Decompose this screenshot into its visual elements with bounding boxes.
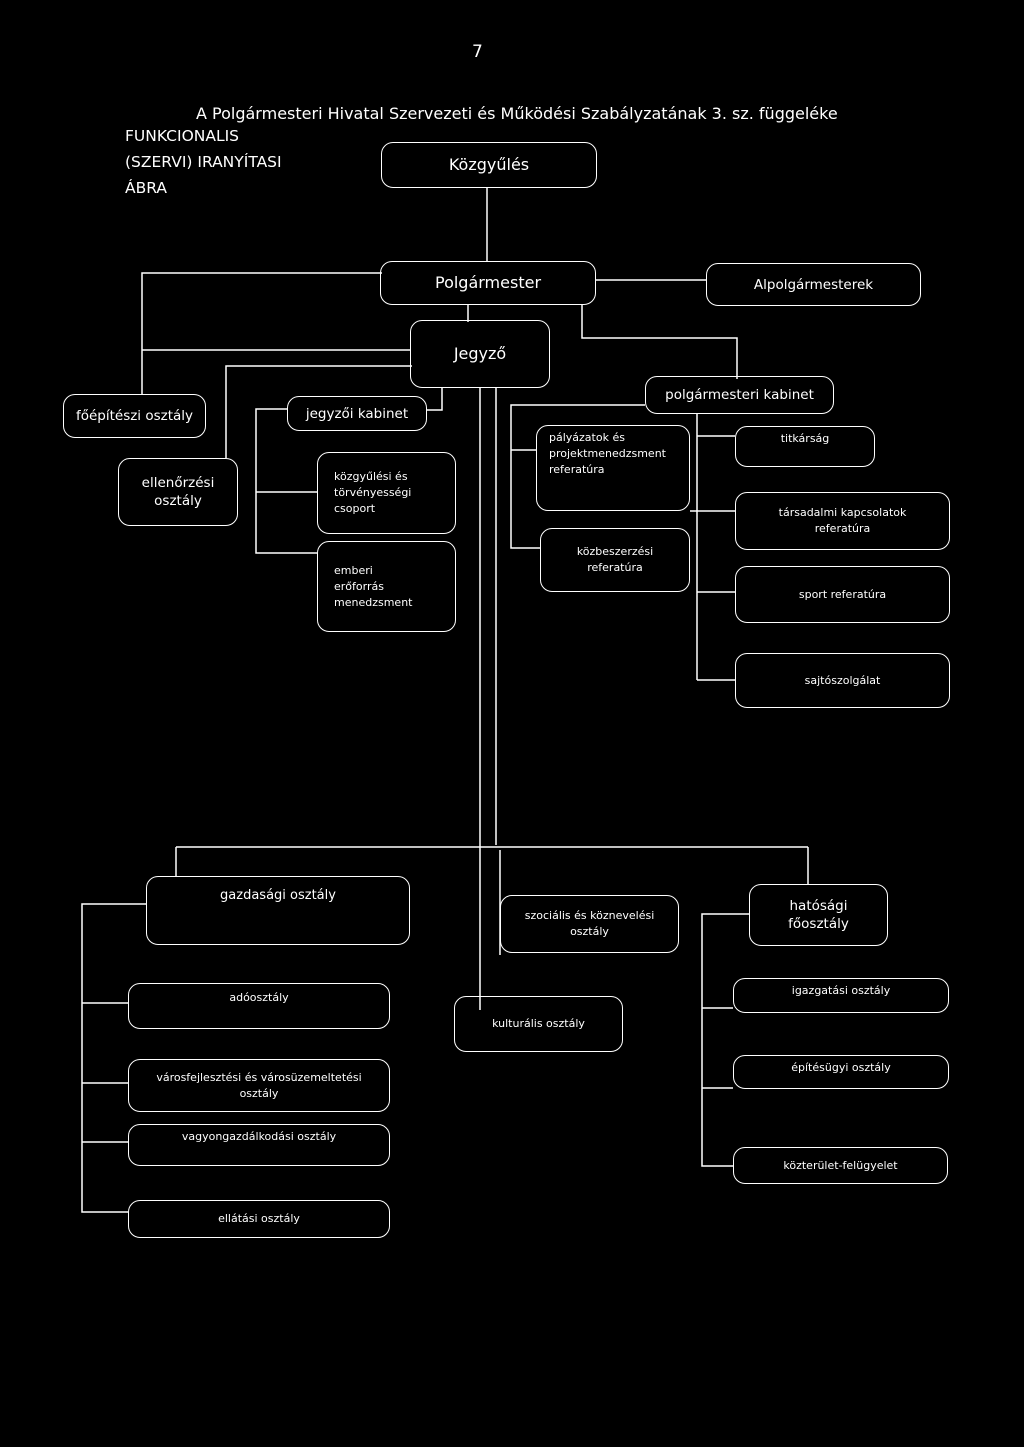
igazgatasi-label: igazgatási osztály	[791, 984, 891, 997]
jegyzo-box: Jegyző	[410, 320, 550, 388]
vagyongazdalkodasi-label: vagyongazdálkodási osztály	[181, 1130, 337, 1143]
titkarsag-label: titkárság	[780, 432, 830, 445]
emberi-eroforras-box: emberi erőforrás menedzsment	[317, 541, 456, 632]
foepiteszi-box: főépítészi osztály	[63, 394, 206, 438]
palyazatok-box: pályázatok és projektmenedzsment referat…	[536, 425, 690, 511]
adoosztaly-label: adóosztály	[229, 991, 289, 1004]
kozgyulesi-torvenyessegi-label: közgyűlési és törvényességi csoport	[334, 470, 412, 515]
polgarmester-box: Polgármester	[380, 261, 596, 305]
foepiteszi-label: főépítészi osztály	[75, 408, 194, 424]
hatosagi-label: hatósági főosztály	[788, 898, 849, 932]
gazdasagi-label: gazdasági osztály	[220, 888, 336, 903]
hatosagi-box: hatósági főosztály	[749, 884, 888, 946]
varosfejlesztesi-box: városfejlesztési és városüzemeltetési os…	[128, 1059, 390, 1112]
document-title: A Polgármesteri Hivatal Szervezeti és Mű…	[196, 104, 838, 123]
sajtoszolgalat-box: sajtószolgálat	[735, 653, 950, 708]
alpolgarmesterek-label: Alpolgármesterek	[753, 276, 874, 293]
ellatasi-label: ellátási osztály	[218, 1212, 300, 1225]
tarsadalmi-box: társadalmi kapcsolatok referatúra	[735, 492, 950, 550]
gazdasagi-box: gazdasági osztály	[146, 876, 410, 945]
kozbeszerzesi-box: közbeszerzési referatúra	[540, 528, 690, 592]
sajtoszolgalat-label: sajtószolgálat	[804, 673, 881, 687]
varosfejlesztesi-label: városfejlesztési és városüzemeltetési os…	[156, 1070, 362, 1100]
epitesugyi-box: építésügyi osztály	[733, 1055, 949, 1089]
polgarmesteri-kabinet-label: polgármesteri kabinet	[665, 387, 814, 403]
page-number: 7	[472, 42, 483, 62]
tarsadalmi-label: társadalmi kapcsolatok referatúra	[778, 506, 907, 535]
titkarsag-box: titkárság	[735, 426, 875, 467]
kozterulet-box: közterület-felügyelet	[733, 1147, 948, 1184]
diagram-title: FUNKCIONALIS (SZERVI) IRANYÍTASI ÁBRA	[125, 127, 282, 197]
kozgyulesi-torvenyessegi-box: közgyűlési és törvényességi csoport	[317, 452, 456, 534]
adoosztaly-box: adóosztály	[128, 983, 390, 1029]
szocialis-box: szociális és köznevelési osztály	[500, 895, 679, 953]
polgarmesteri-kabinet-box: polgármesteri kabinet	[645, 376, 834, 414]
kozbeszerzesi-label: közbeszerzési referatúra	[576, 545, 654, 574]
jegyzoi-kabinet-box: jegyzői kabinet	[287, 396, 427, 431]
alpolgarmesterek-box: Alpolgármesterek	[706, 263, 921, 306]
sport-label: sport referatúra	[798, 587, 887, 601]
epitesugyi-label: építésügyi osztály	[791, 1061, 891, 1074]
kozgyules-box: Közgyűlés	[381, 142, 597, 188]
kulturalis-box: kulturális osztály	[454, 996, 623, 1052]
kozterulet-label: közterület-felügyelet	[783, 1158, 898, 1172]
jegyzo-label: Jegyző	[453, 344, 507, 363]
ellatasi-box: ellátási osztály	[128, 1200, 390, 1238]
ellenorzesi-label: ellenőrzési osztály	[141, 475, 215, 509]
palyazatok-label: pályázatok és projektmenedzsment referat…	[549, 431, 666, 476]
igazgatasi-box: igazgatási osztály	[733, 978, 949, 1013]
jegyzoi-kabinet-label: jegyzői kabinet	[305, 405, 409, 422]
vagyongazdalkodasi-box: vagyongazdálkodási osztály	[128, 1124, 390, 1166]
ellenorzesi-box: ellenőrzési osztály	[118, 458, 238, 526]
polgarmester-label: Polgármester	[434, 273, 542, 292]
emberi-eroforras-label: emberi erőforrás menedzsment	[334, 563, 413, 609]
kulturalis-label: kulturális osztály	[492, 1017, 585, 1030]
kozgyules-label: Közgyűlés	[448, 155, 530, 174]
szocialis-label: szociális és köznevelési osztály	[524, 909, 655, 938]
sport-box: sport referatúra	[735, 566, 950, 623]
